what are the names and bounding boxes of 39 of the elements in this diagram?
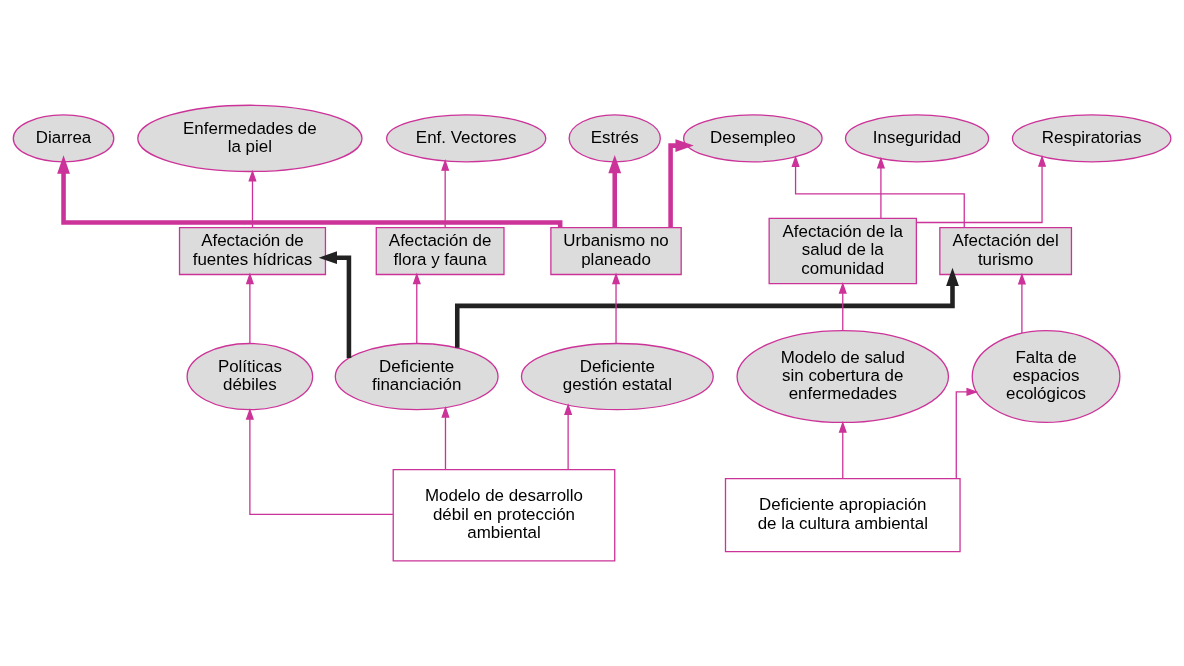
node-box: Afectación de la salud de la comunidad: [768, 217, 918, 285]
arrow: [876, 156, 885, 220]
arrow: [564, 403, 573, 471]
node-ellipse: Deficiente gestión estatal: [520, 342, 714, 411]
node-ellipse: Falta de espacios ecológicos: [971, 330, 1121, 424]
arrow: [441, 159, 450, 228]
arrow: [245, 408, 394, 515]
node-ellipse: Diarrea: [12, 114, 115, 163]
node-ellipse: Modelo de salud sin cobertura de enfermedades: [736, 330, 950, 424]
node-ellipse: Respiratorias: [1011, 114, 1172, 163]
arrow: [245, 272, 254, 344]
node-box: Modelo de desarrollo débil en protección ambiental: [392, 468, 616, 562]
arrow: [915, 155, 1047, 224]
node-ellipse: Deficiente financiación: [334, 342, 499, 411]
arrow: [1017, 272, 1026, 334]
node-ellipse: Enf. Vectores: [386, 114, 547, 163]
arrow: [838, 281, 847, 331]
arrow: [611, 272, 621, 344]
node-box: Afectación de fuentes hídricas: [178, 226, 327, 276]
node-box: Deficiente apropiación de la cultura ambiental: [724, 478, 961, 553]
arrow: [838, 421, 847, 480]
node-box: Urbanismo no planeado: [550, 226, 682, 276]
arrow: [318, 251, 352, 358]
arrow: [248, 169, 257, 228]
node-ellipse: Políticas débiles: [186, 342, 314, 411]
node-box: Afectación del turismo: [939, 226, 1073, 276]
arrow: [412, 272, 421, 344]
node-box: Afectación de flora y fauna: [375, 226, 505, 276]
arrow: [668, 139, 694, 228]
node-ellipse: Desempleo: [683, 114, 823, 163]
node-ellipse: Enfermedades de la piel: [137, 104, 363, 173]
arrow: [441, 405, 450, 471]
node-ellipse: Inseguridad: [844, 114, 990, 163]
arrow: [608, 154, 622, 228]
arrow: [455, 267, 959, 348]
arrow: [955, 387, 979, 480]
arrow: [791, 155, 965, 229]
node-ellipse: Estrés: [568, 114, 661, 163]
arrow: [57, 155, 563, 228]
